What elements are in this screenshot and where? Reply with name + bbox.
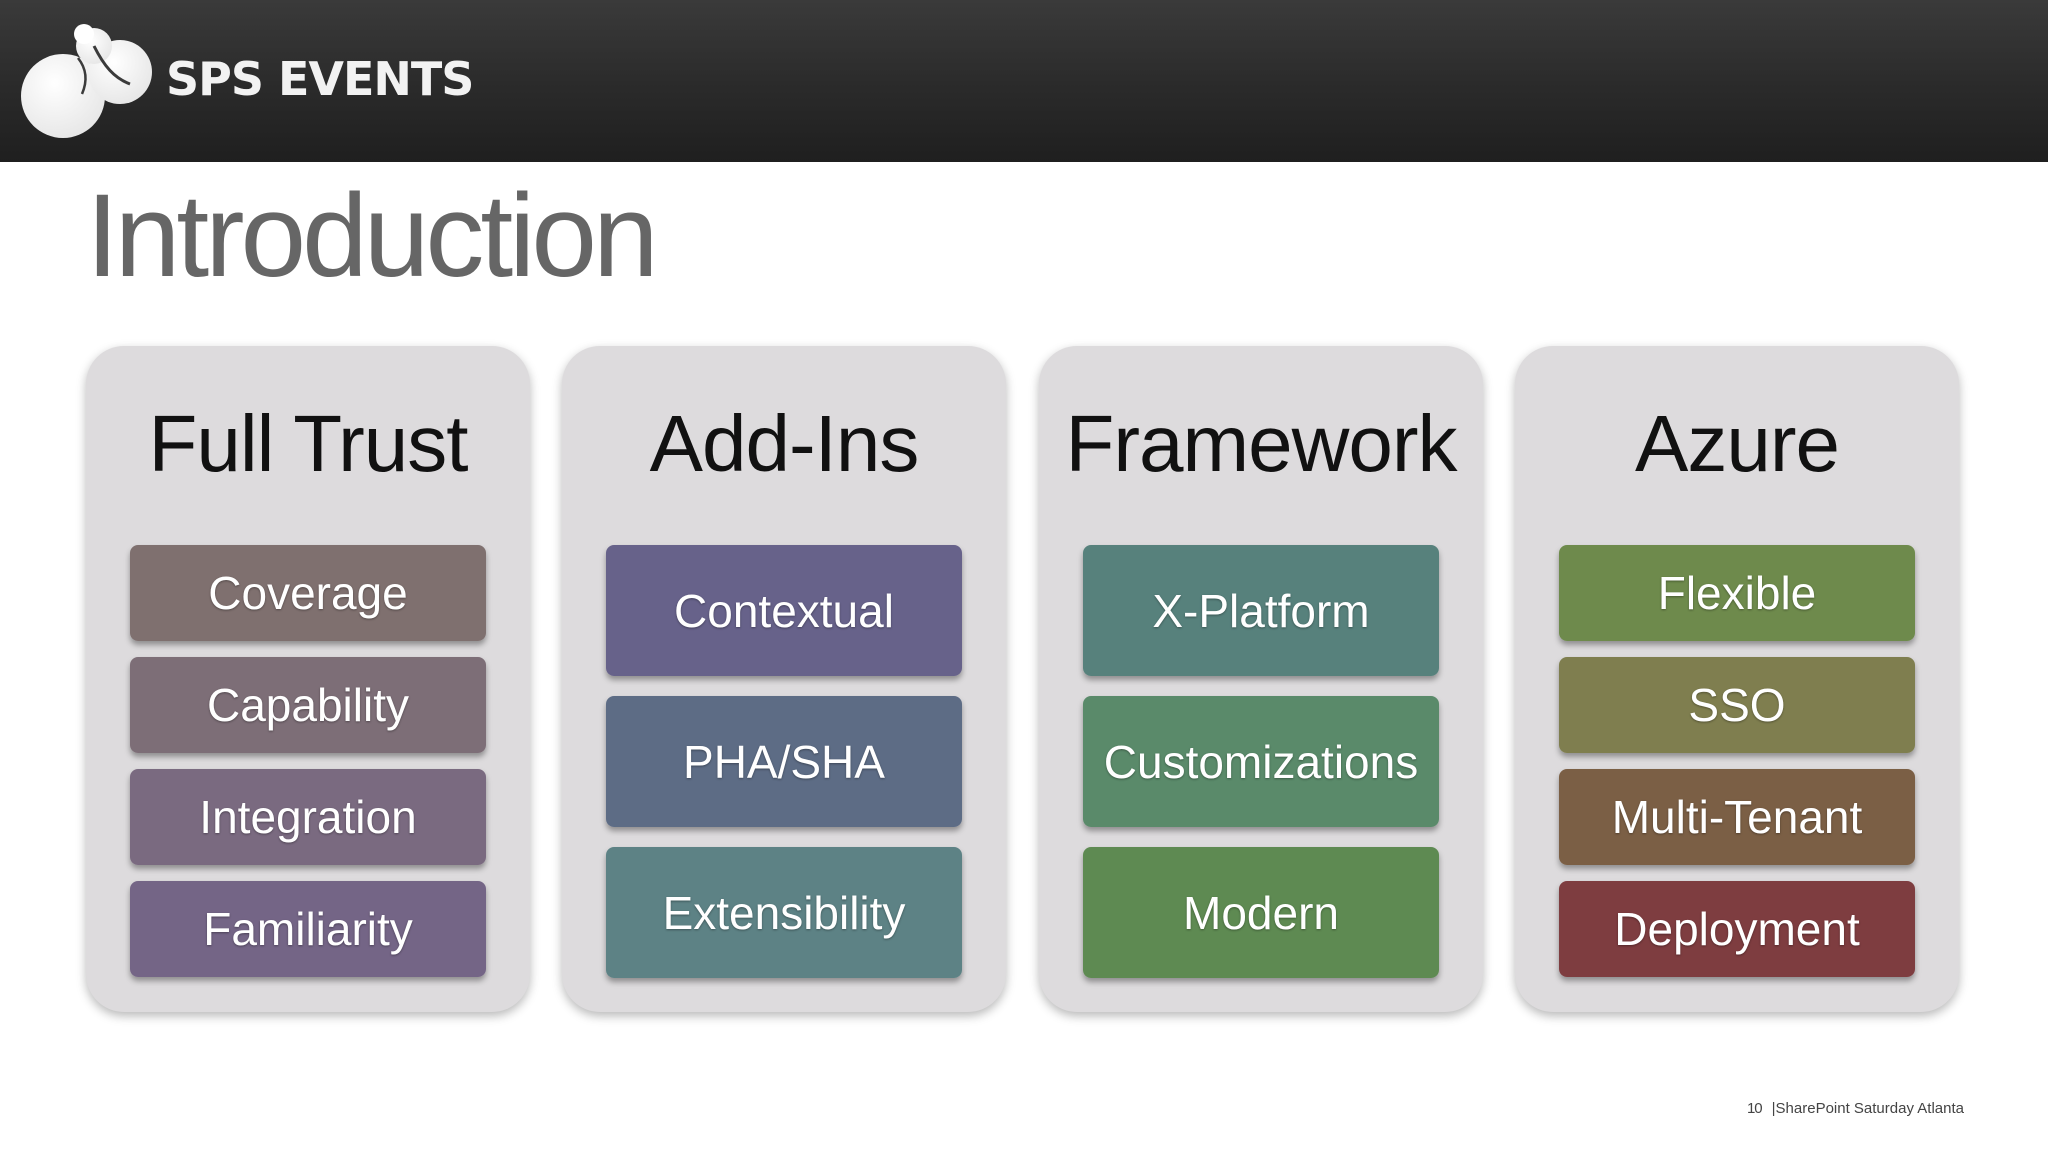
sps-logo-icon	[21, 24, 152, 138]
item-contextual: Contextual	[606, 545, 962, 676]
column-title: Azure	[1635, 399, 1840, 488]
item-deployment: Deployment	[1559, 881, 1915, 977]
item-extensibility: Extensibility	[606, 847, 962, 978]
item-capability: Capability	[130, 657, 486, 753]
column-title: Add-Ins	[649, 399, 920, 488]
logo-text: SPS EVENTS	[166, 52, 474, 106]
item-customizations: Customizations	[1083, 696, 1439, 827]
column-title: Framework	[1065, 399, 1457, 488]
item-sso: SSO	[1559, 657, 1915, 753]
item-familiarity: Familiarity	[130, 881, 486, 977]
slide-header: SPS EVENTS	[0, 0, 2048, 162]
item-modern: Modern	[1083, 847, 1439, 978]
event-name: |SharePoint Saturday Atlanta	[1771, 1100, 1964, 1117]
slide-title: Introduction	[86, 170, 659, 302]
page-number: 10	[1746, 1100, 1763, 1117]
item-coverage: Coverage	[130, 545, 486, 641]
column-title: Full Trust	[148, 399, 469, 488]
item-flexible: Flexible	[1559, 545, 1915, 641]
item-multi-tenant: Multi-Tenant	[1559, 769, 1915, 865]
item-pha-sha: PHA/SHA	[606, 696, 962, 827]
slide-footer: 10 |SharePoint Saturday Atlanta	[1747, 1100, 1964, 1117]
item-integration: Integration	[130, 769, 486, 865]
item-x-platform: X-Platform	[1083, 545, 1439, 676]
